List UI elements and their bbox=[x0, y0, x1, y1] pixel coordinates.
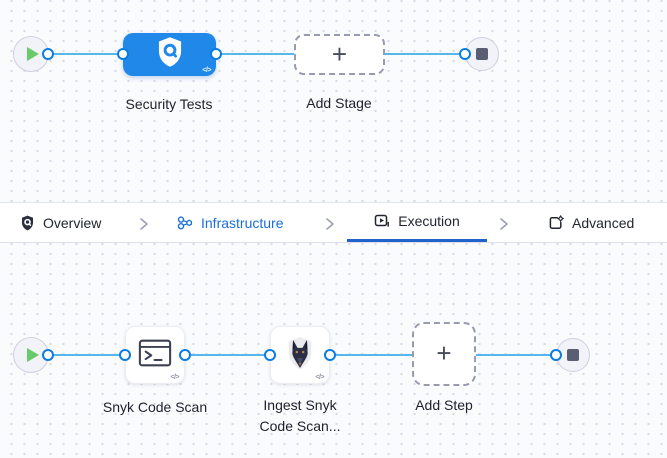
connector-line bbox=[330, 354, 412, 356]
connector-point bbox=[264, 349, 276, 361]
connector-point bbox=[550, 349, 562, 361]
snyk-dog-icon bbox=[285, 335, 315, 376]
step-label: Ingest Snyk Code Scan... bbox=[259, 397, 341, 434]
connector-point bbox=[459, 48, 471, 60]
connector-point bbox=[119, 349, 131, 361]
tab-label: Execution bbox=[398, 213, 460, 229]
stage-label: Security Tests bbox=[125, 96, 213, 112]
plus-icon: + bbox=[436, 338, 452, 368]
execution-step-canvas: </> </> + bbox=[0, 243, 667, 458]
connector-point bbox=[210, 48, 222, 60]
connector-line bbox=[185, 354, 270, 356]
step-label: Snyk Code Scan bbox=[102, 399, 208, 415]
connector-point bbox=[324, 349, 336, 361]
tab-overview[interactable]: Overview bbox=[20, 203, 101, 242]
tab-label: Overview bbox=[43, 214, 102, 231]
connector-line bbox=[216, 53, 294, 55]
terminal-icon bbox=[138, 339, 172, 372]
stage-config-tabbar: Overview Infrastructure bbox=[0, 202, 667, 243]
step-node-snyk-code-scan[interactable]: </> bbox=[125, 326, 185, 384]
code-badge: </> bbox=[170, 374, 179, 381]
stop-icon bbox=[567, 349, 579, 361]
connector-point bbox=[117, 48, 129, 60]
connector-point bbox=[42, 349, 54, 361]
connector-point bbox=[42, 48, 54, 60]
add-step-label: Add Step bbox=[415, 397, 473, 413]
tab-label: Infrastructure bbox=[201, 214, 284, 231]
chevron-right-icon bbox=[139, 217, 149, 236]
execution-play-icon bbox=[374, 213, 390, 229]
infrastructure-nodes-icon bbox=[176, 215, 193, 231]
tab-label: Advanced bbox=[572, 214, 635, 231]
document-gear-icon bbox=[548, 214, 564, 231]
stage-node-security-tests[interactable]: </> bbox=[123, 33, 216, 76]
code-badge: </> bbox=[315, 374, 324, 381]
connector-line bbox=[385, 53, 461, 55]
stop-icon bbox=[476, 48, 488, 60]
connector-line bbox=[47, 53, 123, 55]
add-stage-label: Add Stage bbox=[306, 95, 372, 111]
shield-scan-icon bbox=[155, 36, 185, 73]
tab-infrastructure[interactable]: Infrastructure bbox=[176, 203, 283, 242]
play-icon bbox=[27, 47, 39, 61]
chevron-right-icon bbox=[499, 217, 509, 236]
play-icon bbox=[27, 348, 39, 362]
tab-execution-active[interactable]: Execution bbox=[347, 203, 487, 242]
shield-icon bbox=[20, 215, 35, 231]
code-badge: </> bbox=[202, 67, 211, 74]
connector-line bbox=[48, 354, 125, 356]
plus-icon: + bbox=[331, 38, 348, 69]
connector-point bbox=[179, 349, 191, 361]
tab-advanced[interactable]: Advanced bbox=[548, 203, 634, 242]
connector-line bbox=[476, 354, 552, 356]
step-node-ingest-snyk[interactable]: </> bbox=[270, 326, 330, 384]
stage-canvas: </> + Security Tests Add Stage bbox=[0, 0, 667, 202]
chevron-right-icon bbox=[325, 217, 335, 236]
add-stage-button[interactable]: + bbox=[294, 34, 385, 75]
add-step-button[interactable]: + bbox=[412, 322, 476, 386]
